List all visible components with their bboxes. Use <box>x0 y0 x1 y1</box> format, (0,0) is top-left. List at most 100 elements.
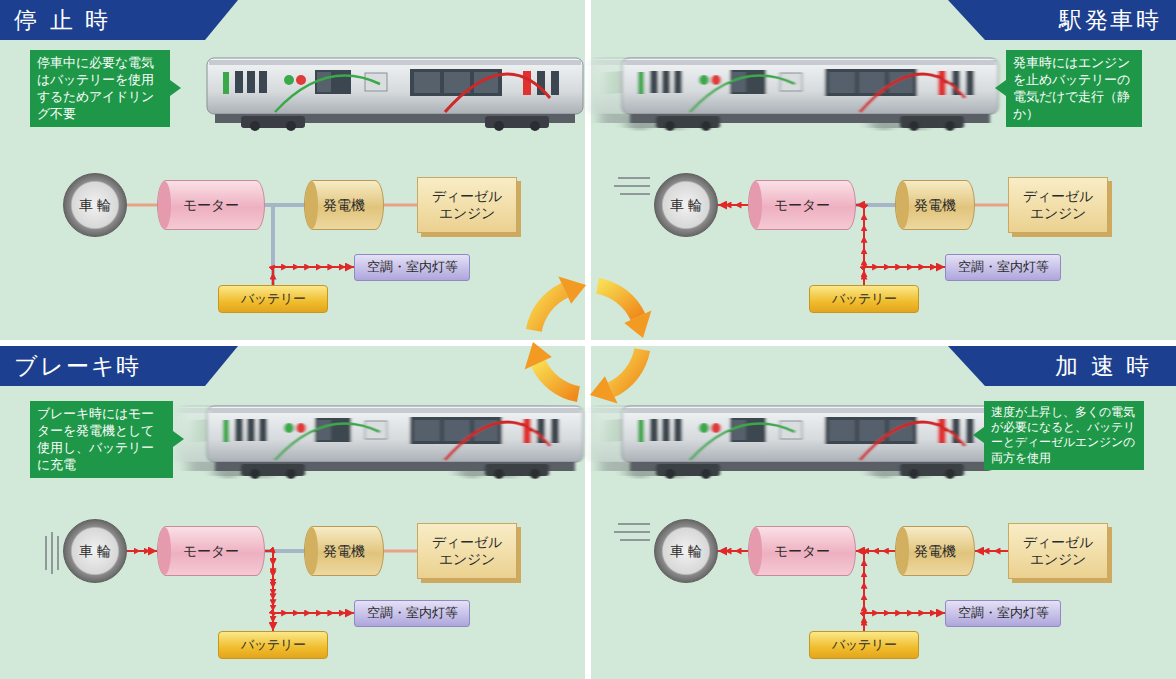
component-label: 発電機 <box>323 197 365 214</box>
art-polygon <box>948 346 1176 386</box>
art-polygon <box>624 310 651 338</box>
motor-cylinder: モーター <box>748 526 856 576</box>
art-rect <box>591 0 1176 340</box>
mode-panel: ブレーキ時ブレーキ時にはモーターを発電機として使用し、バッテリーに充電車輪 モータ… <box>0 346 585 679</box>
art-polygon <box>948 0 1176 40</box>
component-label: 車輪 <box>74 197 117 214</box>
power-flow-arrow <box>864 267 945 285</box>
component-label: 空調・室内灯等 <box>958 605 1049 621</box>
power-flow-arrow <box>127 550 157 552</box>
mode-panel: 加速時速度が上昇し、多くの電気が必要になると、バッテリーとディーゼルエンジンの両… <box>591 346 1176 679</box>
motor-cylinder: モーター <box>748 180 856 230</box>
art-polygon <box>0 346 238 386</box>
callout-text: 発車時にはエンジンを止めバッテリーの電気だけで走行（静か） <box>1013 54 1135 123</box>
load-box: 空調・室内灯等 <box>945 600 1061 627</box>
cylinder-end <box>749 527 762 575</box>
component-label: 車輪 <box>74 543 117 560</box>
art-use <box>622 406 998 479</box>
power-flow-arrow <box>718 550 748 552</box>
art-path <box>534 290 565 330</box>
callout-text: ブレーキ時にはモーターを発電機として使用し、バッテリーに充電 <box>37 405 166 474</box>
panel-title: 加速時 <box>1055 353 1162 379</box>
callout-box: 停車中に必要な電気はバッテリーを使用するためアイドリング不要 <box>30 50 170 127</box>
art-polygon <box>525 342 552 370</box>
art-polygon <box>558 277 586 304</box>
mode-panel: 停止時停車中に必要な電気はバッテリーを使用するためアイドリング不要車輪モーター発… <box>0 0 585 340</box>
train-illustrations <box>180 58 998 479</box>
callout-box: 速度が上昇し、多くの電気が必要になると、バッテリーとディーゼルエンジンの両方を使… <box>984 401 1144 470</box>
cylinder-end <box>896 527 909 575</box>
generator-cylinder: 発電機 <box>895 526 975 576</box>
art-line <box>618 177 650 179</box>
generator-cylinder: 発電機 <box>895 180 975 230</box>
art-line <box>620 539 650 541</box>
component-label: 車輪 <box>665 543 708 560</box>
component-label: 発電機 <box>914 543 956 560</box>
generator-cylinder: 発電機 <box>304 180 384 230</box>
component-label: ディーゼル エンジン <box>418 188 516 222</box>
power-flow-arrow <box>718 204 748 206</box>
component-label: 発電機 <box>323 543 365 560</box>
component-label: 空調・室内灯等 <box>958 259 1049 275</box>
wheel-circle: 車輪 <box>654 519 718 583</box>
art-line <box>614 531 650 533</box>
load-box: 空調・室内灯等 <box>945 254 1061 281</box>
wheel-circle: 車輪 <box>63 173 127 237</box>
art-rect <box>0 0 585 340</box>
component-label: バッテリー <box>241 637 306 653</box>
motor-cylinder: モーター <box>157 180 265 230</box>
art-use <box>207 58 583 131</box>
component-label: ディーゼル エンジン <box>1009 188 1107 222</box>
component-label: 空調・室内灯等 <box>367 605 458 621</box>
component-label: モーター <box>774 543 830 560</box>
callout-box: ブレーキ時にはモーターを発電機として使用し、バッテリーに充電 <box>30 401 173 478</box>
component-label: モーター <box>774 197 830 214</box>
callout-text: 速度が上昇し、多くの電気が必要になると、バッテリーとディーゼルエンジンの両方を使… <box>991 405 1137 466</box>
component-label: バッテリー <box>832 637 897 653</box>
panel-title: 駅発車時 <box>1059 7 1162 33</box>
component-label: 空調・室内灯等 <box>367 259 458 275</box>
cycle-arrows <box>525 277 652 404</box>
power-flow-arrow <box>864 613 945 631</box>
panel-title: ブレーキ時 <box>14 353 141 379</box>
motor-cylinder: モーター <box>157 526 265 576</box>
component-label: ディーゼル エンジン <box>418 534 516 568</box>
cylinder-end <box>896 181 909 229</box>
title-tabs <box>0 0 1176 386</box>
battery-box: バッテリー <box>218 631 328 659</box>
art-path <box>538 363 578 394</box>
art-line <box>620 193 650 195</box>
component-label: 発電機 <box>914 197 956 214</box>
battery-box: バッテリー <box>218 285 328 313</box>
shaft-line <box>975 204 1008 207</box>
power-flow-arrow <box>856 551 864 631</box>
art-line <box>614 185 650 187</box>
component-label: モーター <box>183 543 239 560</box>
art-use <box>622 58 998 131</box>
component-label: バッテリー <box>241 291 306 307</box>
battery-box: バッテリー <box>809 631 919 659</box>
power-bus-line <box>265 205 273 285</box>
callout-box: 発車時にはエンジンを止めバッテリーの電気だけで走行（静か） <box>1006 50 1142 127</box>
art-rect <box>591 346 1176 679</box>
load-box: 空調・室内灯等 <box>354 254 470 281</box>
cylinder-end <box>158 181 171 229</box>
art-line <box>51 532 53 574</box>
battery-box: バッテリー <box>809 285 919 313</box>
shaft-line <box>384 204 417 207</box>
engine-box: ディーゼル エンジン <box>417 177 517 233</box>
art-use <box>207 406 583 479</box>
shaft-line <box>127 204 157 207</box>
component-label: ディーゼル エンジン <box>1009 534 1107 568</box>
component-label: モーター <box>183 197 239 214</box>
art-line <box>618 523 650 525</box>
art-rect <box>0 346 585 679</box>
callout-pointer <box>973 427 984 443</box>
callout-pointer <box>995 80 1006 96</box>
component-label: バッテリー <box>832 291 897 307</box>
cylinder-end <box>305 181 318 229</box>
art-line <box>57 536 59 570</box>
power-flow-arrow <box>265 551 273 631</box>
